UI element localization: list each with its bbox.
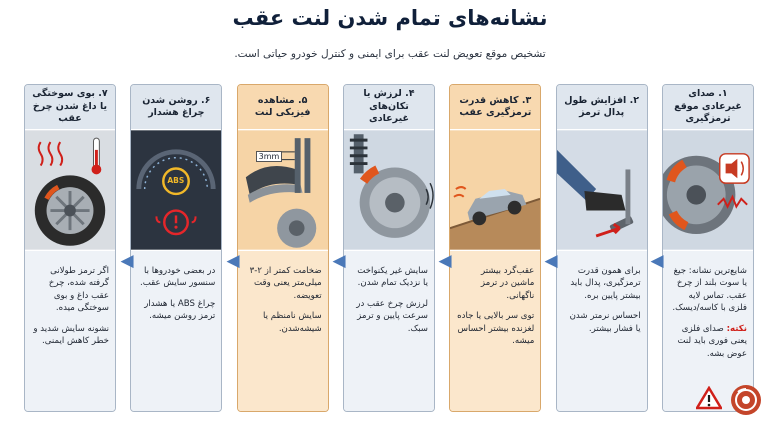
panel-text-line: برای همون قدرت ترمزگیری، پدال باید بیشتر… <box>570 266 641 301</box>
panel-text-line: سایش نامنظم یا شیشه‌شدن. <box>263 311 322 334</box>
flow-arrow-icon: ◀ <box>332 251 346 271</box>
hot-wheel-illustration <box>25 129 115 251</box>
note-text: صدای فلزی یعنی فوری باید لنت عوض بشه. <box>677 323 747 359</box>
abs-label: ABS <box>167 176 185 185</box>
panel-text: عقب‌گرد بیشتر ماشین در ترمز ناگهانی. توی… <box>450 251 541 411</box>
flow-arrow-icon: ◀ <box>438 251 452 271</box>
measurement-label: 3mm <box>255 151 283 162</box>
panel-text: شایع‌ترین نشانه: جیغ یا سوت بلند از چرخ … <box>662 251 753 411</box>
panel-pedal-travel: ۲. افزایش طول پدال ترمز برای همون قدرت ت… <box>555 84 648 412</box>
panel-title: ۴. لرزش یا تکان‌های غیرعادی <box>343 85 434 129</box>
panel-text-line: ضخامت کمتر از ۲-۳ میلی‌متر یعنی وقت تعوی… <box>249 266 322 301</box>
panel-title: ۱. صدای غیرعادی موقع ترمزگیری <box>662 85 753 129</box>
flow-arrow-icon: ◀ <box>120 251 134 271</box>
flow-arrow-icon: ◀ <box>650 251 664 271</box>
panel-title: ۶. روشن شدن چراغ هشدار <box>131 85 222 129</box>
panel-text-line: شایع‌ترین نشانه: جیغ یا سوت بلند از چرخ … <box>672 266 747 314</box>
panel-pad-inspection: ۵. مشاهده فیزیکی لنت 3mm ضخامت کمتر از ۲… <box>236 84 329 412</box>
brake-pedal-illustration <box>556 129 647 251</box>
panel-burning-smell: ۷. بوی سوختگی یا داغ شدن چرخ عقب اگر ترم… <box>24 84 116 412</box>
panel-title: ۷. بوی سوختگی یا داغ شدن چرخ عقب <box>25 85 115 129</box>
panel-text: در بعضی خودروها با سنسور سایش عقب. چراغ … <box>131 251 222 411</box>
panel-text-line: در بعضی خودروها با سنسور سایش عقب. <box>140 266 216 289</box>
brake-noise-illustration <box>662 129 753 251</box>
panel-text-line: اگر ترمز طولانی گرفته شده، چرخ عقب داغ و… <box>48 266 109 314</box>
pad-thickness-illustration: 3mm <box>237 129 328 251</box>
panel-braking-power: ۳. کاهش قدرت ترمزگیری عقب عقب‌گرد بیشتر … <box>449 84 542 412</box>
panel-text: برای همون قدرت ترمزگیری، پدال باید بیشتر… <box>556 251 647 411</box>
note-label: نکته: <box>726 323 747 334</box>
brake-logo-icon <box>730 384 762 416</box>
panel-text-line: لرزش چرخ عقب در سرعت پایین و ترمز سبک. <box>356 298 428 334</box>
panel-title: ۲. افزایش طول پدال ترمز <box>556 85 647 129</box>
panel-warning-light: ۶. روشن شدن چراغ هشدار ABS در بعضی خودرو… <box>130 84 223 412</box>
warning-triangle-icon <box>694 385 724 410</box>
car-slope-illustration <box>450 129 541 251</box>
panel-text-line: احساس نرمتر شدن یا فشار بیشتر. <box>569 311 641 334</box>
panel-vibration: ۴. لرزش یا تکان‌های غیرعادی سایش غیر یکن… <box>342 84 435 412</box>
disc-vibration-illustration <box>343 129 434 251</box>
page-subtitle: تشخیص موقع تعویض لنت عقب برای ایمنی و کن… <box>234 48 546 60</box>
panel-title: ۵. مشاهده فیزیکی لنت <box>237 85 328 129</box>
panel-text-line: سایش غیر یکنواخت یا نزدیک تمام شدن. <box>357 266 428 289</box>
panel-text: اگر ترمز طولانی گرفته شده، چرخ عقب داغ و… <box>25 251 115 411</box>
panel-title: ۳. کاهش قدرت ترمزگیری عقب <box>450 85 541 129</box>
flow-arrow-icon: ◀ <box>544 251 558 271</box>
panel-text-line: چراغ ABS یا هشدار ترمز روشن میشه. <box>144 298 216 322</box>
panel-text-line: توی سر بالایی یا جاده لغزنده بیشتر احساس… <box>457 311 535 347</box>
flow-arrow-icon: ◀ <box>226 251 240 271</box>
panel-text-line: نشونه سایش شدید و خطر کاهش ایمنی. <box>33 323 109 347</box>
symptom-panels: ۱. صدای غیرعادی موقع ترمزگیری شایع‌ترین … <box>24 84 754 412</box>
panel-text: ضخامت کمتر از ۲-۳ میلی‌متر یعنی وقت تعوی… <box>237 251 328 411</box>
panel-note: نکته: صدای فلزی یعنی فوری باید لنت عوض ب… <box>669 323 747 360</box>
panel-text: سایش غیر یکنواخت یا نزدیک تمام شدن. لرزش… <box>343 251 434 411</box>
dashboard-illustration: ABS <box>131 129 222 251</box>
panel-brake-noise: ۱. صدای غیرعادی موقع ترمزگیری شایع‌ترین … <box>661 84 754 412</box>
page-title: نشانه‌های تمام شدن لنت عقب <box>232 6 548 30</box>
panel-text-line: عقب‌گرد بیشتر ماشین در ترمز ناگهانی. <box>480 266 535 301</box>
